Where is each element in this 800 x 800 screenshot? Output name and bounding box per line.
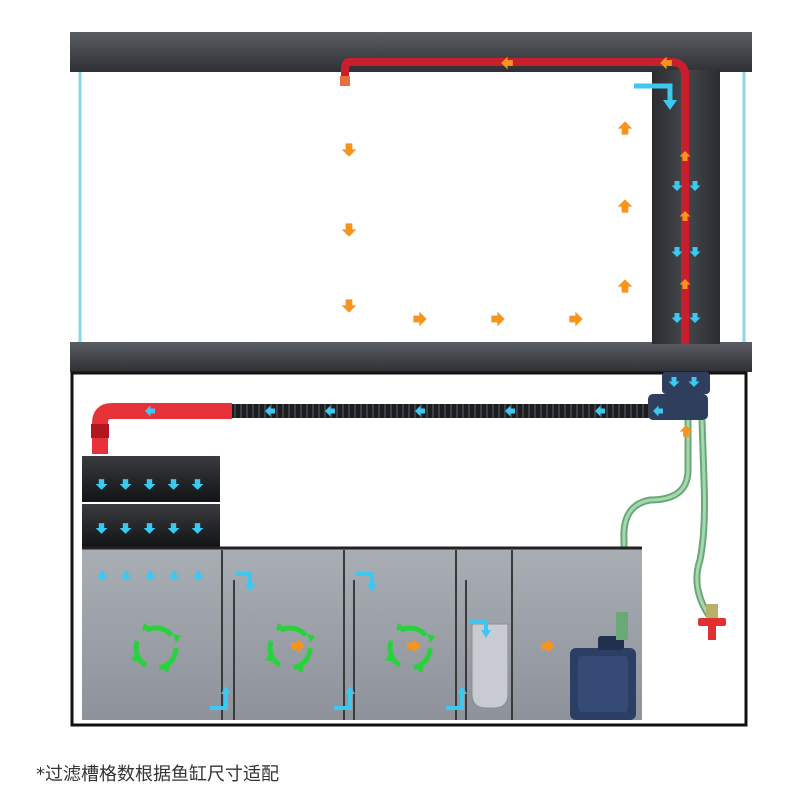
filter-tray-top (82, 456, 220, 502)
arrowhead (245, 584, 255, 592)
tee-fitting (648, 394, 708, 420)
tank-glass (78, 70, 750, 346)
return-hose-highlight (622, 420, 690, 650)
drain-pipe (92, 403, 232, 454)
overflow-hose (232, 404, 650, 418)
valve-icon (698, 604, 726, 640)
arrowhead (345, 686, 355, 694)
overflow-hook-arrow (356, 572, 374, 586)
hook-arrowheads (221, 584, 491, 694)
display-tank (70, 32, 752, 372)
arrowhead (481, 630, 491, 638)
underflow-hook-arrow (210, 692, 228, 710)
drain-coupling (91, 424, 109, 438)
cabinet (70, 371, 748, 727)
return-nozzle (340, 76, 350, 86)
submersible-pump-icon (570, 612, 636, 720)
underflow-hook-arrow (334, 692, 352, 710)
overflow-hook-arrow (236, 572, 252, 586)
drain-hose-highlight (695, 419, 714, 621)
overflow-intake-arrowhead (663, 100, 677, 110)
caption-text: *过滤槽格数根据鱼缸尺寸适配 (36, 763, 279, 785)
sump-baffles (221, 550, 513, 720)
baffle-over-arrows (210, 572, 488, 710)
overflow-hook-arrow (470, 620, 488, 632)
return-pipe-top (341, 58, 689, 84)
overflow-intake-arrow (634, 83, 673, 102)
underflow-hook-arrow (446, 692, 464, 710)
filter-media-stack (82, 456, 220, 548)
return-pipe-vertical (681, 70, 689, 344)
arrowhead (367, 584, 377, 592)
bulkhead-fitting (662, 372, 710, 394)
arrowhead (457, 686, 467, 694)
skimmer-cup (471, 623, 509, 709)
tank-bottom-frame (70, 342, 752, 372)
arrowhead (221, 686, 231, 694)
